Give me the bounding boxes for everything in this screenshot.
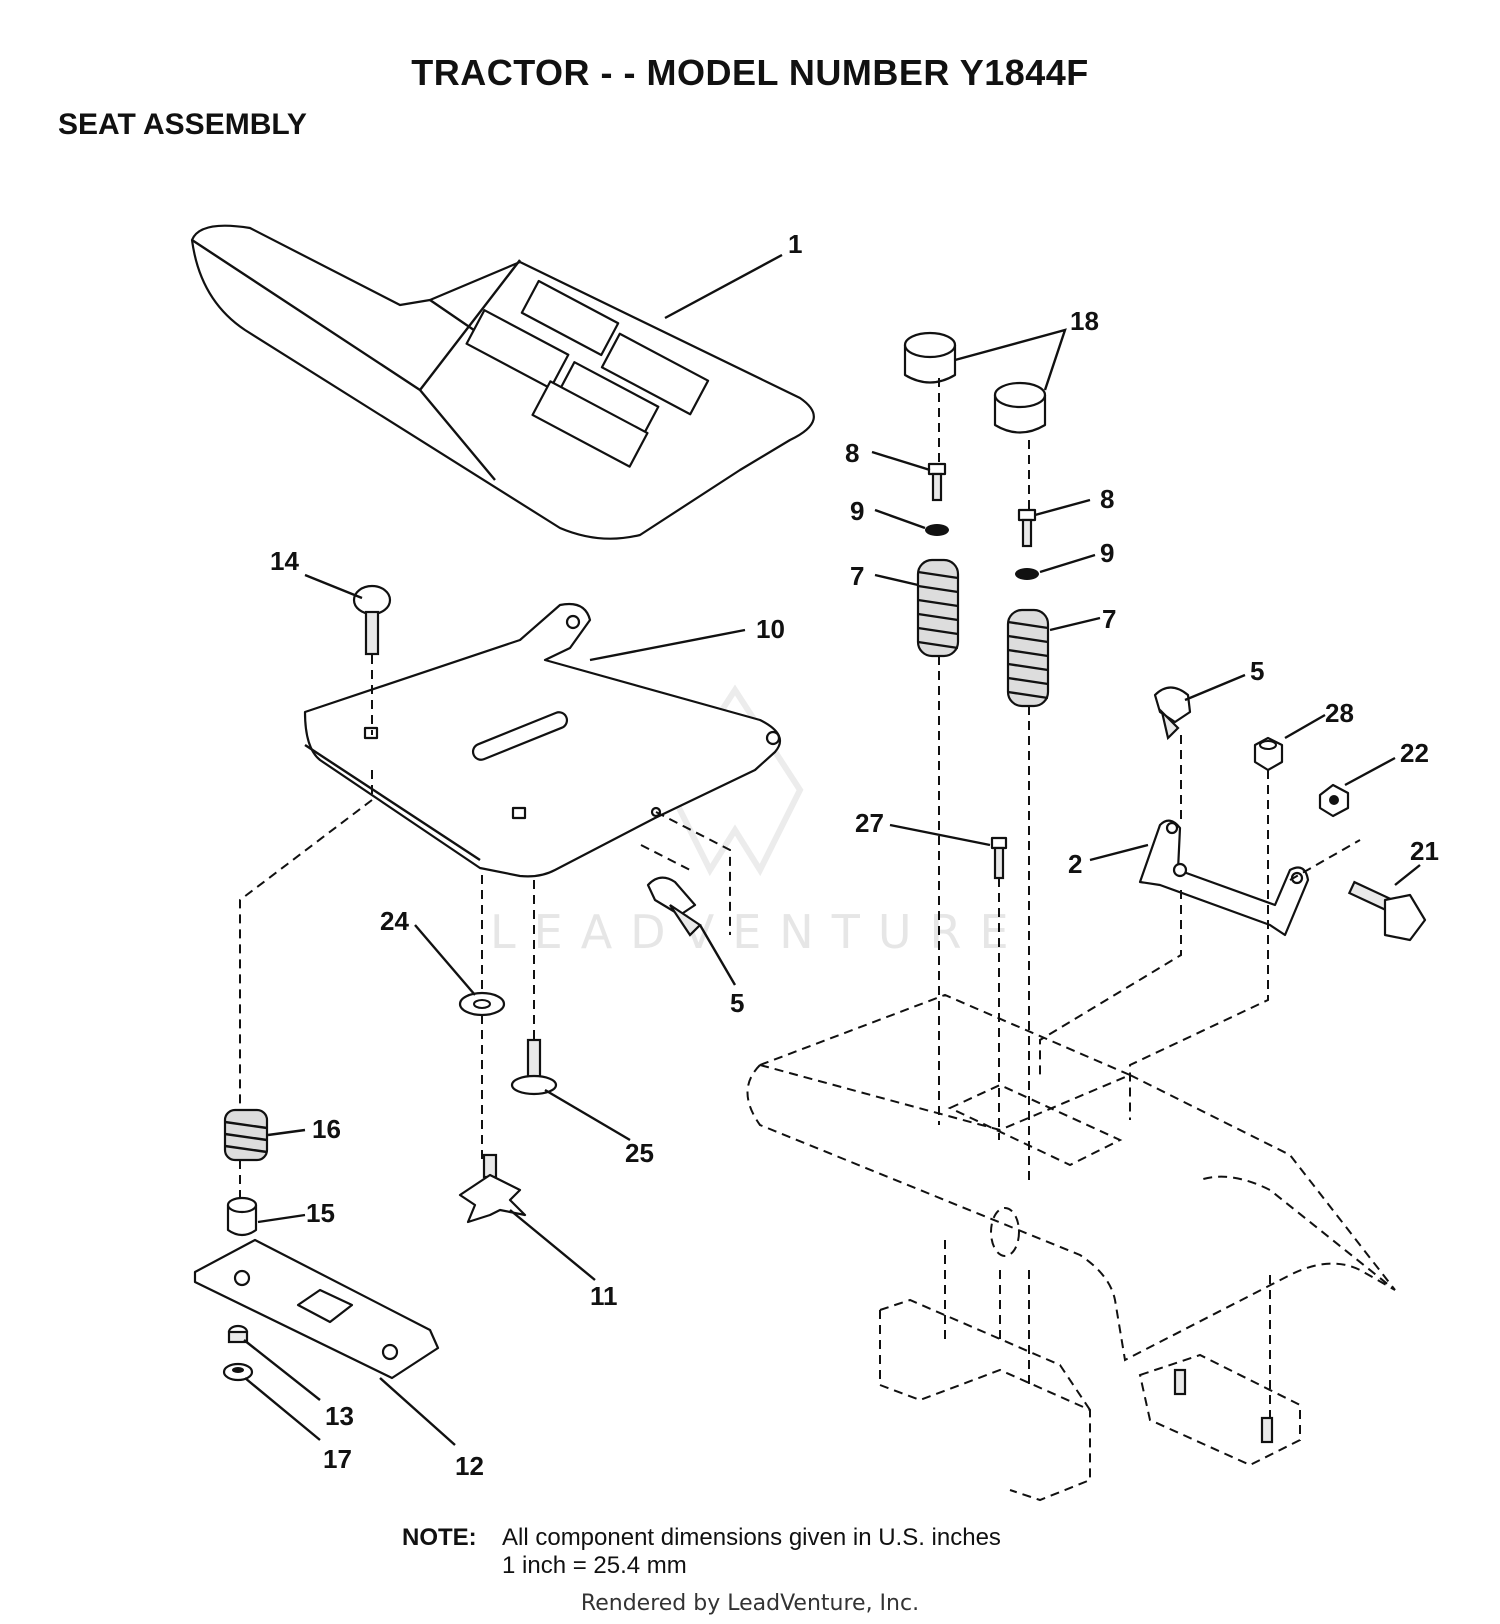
part-clips[interactable] (646, 686, 1192, 937)
note-line-1: All component dimensions given in U.S. i… (502, 1524, 1001, 1551)
callout-8-left: 8 (845, 438, 859, 468)
callout-28: 28 (1325, 698, 1354, 728)
part-shoulder-screw[interactable] (510, 1038, 558, 1096)
callout-27: 27 (855, 808, 884, 838)
part-bolt-27[interactable] (990, 836, 1008, 880)
part-shoulder-bolt[interactable] (1347, 880, 1427, 942)
part-carriage-bolt[interactable] (352, 584, 392, 656)
part-washer-17[interactable] (222, 1362, 254, 1382)
callout-2: 2 (1068, 849, 1082, 879)
part-washer-24[interactable] (458, 991, 506, 1017)
leader-lines (243, 253, 1421, 1446)
part-spring-16[interactable] (223, 1108, 269, 1162)
callout-22: 22 (1400, 738, 1429, 768)
part-bushing[interactable] (226, 1196, 258, 1237)
note-line-2: 1 inch = 25.4 mm (502, 1552, 687, 1579)
callout-18: 18 (1070, 306, 1099, 336)
callout-1: 1 (788, 229, 802, 259)
part-spacers[interactable] (903, 331, 1047, 434)
part-bolts[interactable] (927, 462, 1037, 548)
part-washers[interactable] (925, 524, 1039, 580)
callout-13: 13 (325, 1401, 354, 1431)
callout-5-left: 5 (730, 988, 744, 1018)
callout-21: 21 (1410, 836, 1439, 866)
callout-24: 24 (380, 906, 409, 936)
watermark: LEADVENTURE (490, 905, 1027, 959)
callout-9-right: 9 (1100, 538, 1114, 568)
callout-9-left: 9 (850, 496, 864, 526)
callout-10: 10 (756, 614, 785, 644)
part-seat[interactable] (190, 224, 815, 540)
part-springs[interactable] (916, 558, 1050, 708)
part-nuts[interactable] (1253, 736, 1350, 818)
part-bracket[interactable] (1138, 819, 1310, 937)
callout-7-right: 7 (1102, 604, 1116, 634)
section-title: SEAT ASSEMBLY (58, 108, 307, 141)
alignment-lines (239, 378, 1361, 1420)
part-seat-pan[interactable] (303, 602, 782, 878)
callout-12: 12 (455, 1451, 484, 1481)
callout-25: 25 (625, 1138, 654, 1168)
part-slide-plate[interactable] (193, 1238, 440, 1380)
note-label: NOTE: (402, 1524, 477, 1551)
part-nut-13[interactable] (227, 1324, 249, 1344)
callout-labels: 1 18 8 9 7 8 9 7 14 10 5 28 22 27 2 21 2… (270, 229, 1439, 1481)
callout-11: 11 (590, 1281, 618, 1311)
footer-credit: Rendered by LeadVenture, Inc. (580, 1591, 920, 1616)
page-title: TRACTOR - - MODEL NUMBER Y1844F (411, 52, 1089, 93)
callout-8-right: 8 (1100, 484, 1114, 514)
callout-14: 14 (270, 546, 299, 576)
tractor-frame-outline (746, 993, 1396, 1502)
note: NOTE: All component dimensions given in U… (402, 1524, 1001, 1580)
callout-15: 15 (306, 1198, 335, 1228)
callout-17: 17 (323, 1444, 352, 1474)
callout-7-left: 7 (850, 561, 864, 591)
part-knob[interactable] (458, 1153, 527, 1224)
callout-16: 16 (312, 1114, 341, 1144)
callout-5-right: 5 (1250, 656, 1264, 686)
